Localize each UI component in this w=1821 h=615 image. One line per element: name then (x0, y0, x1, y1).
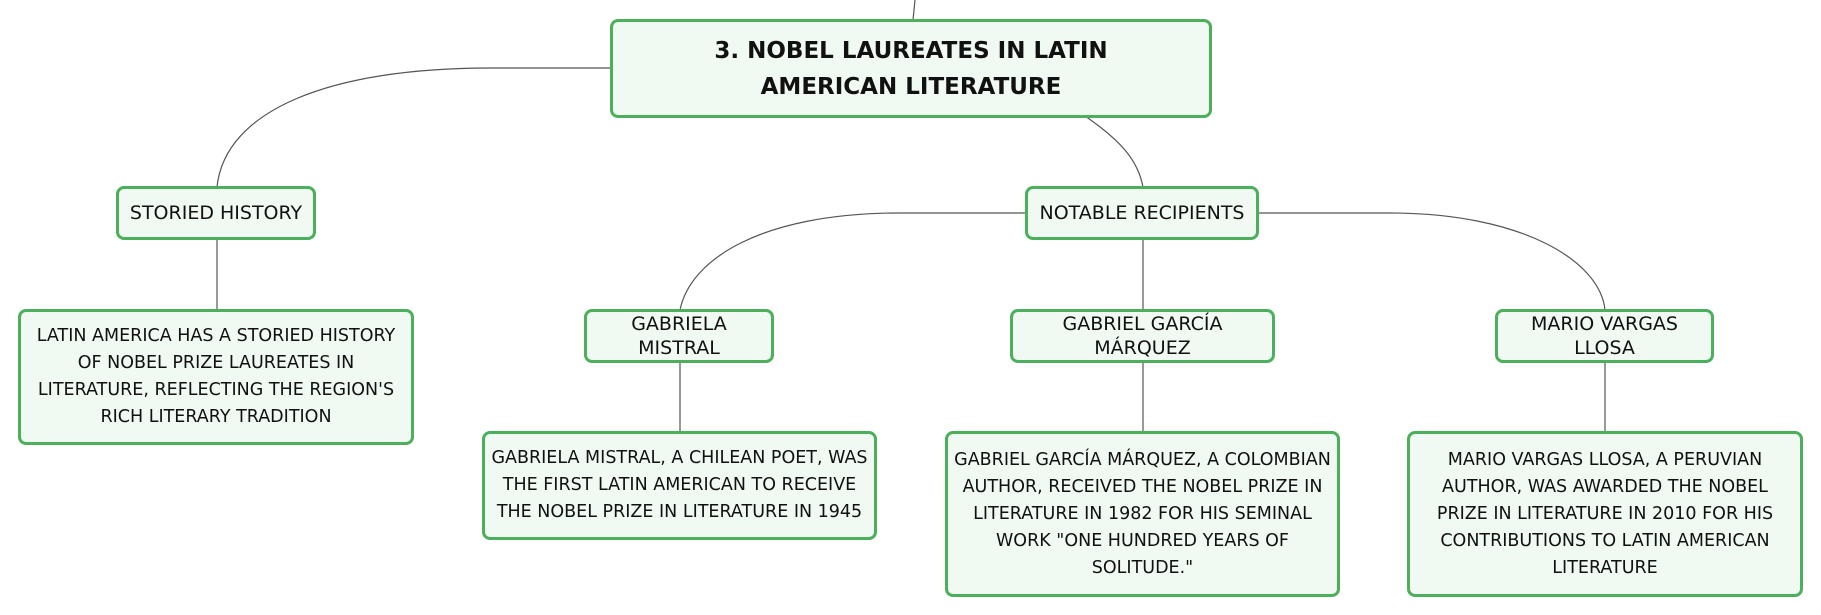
mario-vargas-llosa-detail-node[interactable]: MARIO VARGAS LLOSA, A PERUVIAN AUTHOR, W… (1407, 431, 1803, 597)
storied-history-detail-text: LATIN AMERICA HAS A STORIED HISTORY OF N… (36, 326, 396, 427)
connector-root-to-notable-recipients (1084, 115, 1144, 188)
connector-notable-to-vargas-llosa (1257, 212, 1606, 311)
gabriel-garcia-marquez-detail-node[interactable]: GABRIEL GARCÍA MÁRQUEZ, A COLOMBIAN AUTH… (945, 431, 1340, 597)
root-topic-label: 3. NOBEL LAUREATES IN LATIN AMERICAN LIT… (714, 37, 1108, 100)
gabriela-mistral-node[interactable]: GABRIELA MISTRAL (584, 309, 774, 363)
root-topic-node[interactable]: 3. NOBEL LAUREATES IN LATIN AMERICAN LIT… (610, 19, 1212, 118)
notable-recipients-node[interactable]: NOTABLE RECIPIENTS (1025, 186, 1259, 240)
gabriel-garcia-marquez-label: GABRIEL GARCÍA MÁRQUEZ (1062, 313, 1223, 359)
connector-parent-to-root (912, 0, 916, 21)
storied-history-node[interactable]: STORIED HISTORY (116, 186, 316, 240)
gabriel-garcia-marquez-node[interactable]: GABRIEL GARCÍA MÁRQUEZ (1010, 309, 1275, 363)
gabriela-mistral-detail-text: GABRIELA MISTRAL, A CHILEAN POET, WAS TH… (491, 448, 868, 522)
mario-vargas-llosa-detail-text: MARIO VARGAS LLOSA, A PERUVIAN AUTHOR, W… (1436, 449, 1774, 578)
gabriela-mistral-label: GABRIELA MISTRAL (631, 313, 727, 359)
mario-vargas-llosa-label: MARIO VARGAS LLOSA (1531, 313, 1678, 359)
notable-recipients-label: NOTABLE RECIPIENTS (1039, 202, 1245, 224)
mario-vargas-llosa-node[interactable]: MARIO VARGAS LLOSA (1495, 309, 1714, 363)
storied-history-label: STORIED HISTORY (129, 202, 303, 224)
connector-root-to-storied-history (216, 67, 612, 188)
storied-history-detail-node[interactable]: LATIN AMERICA HAS A STORIED HISTORY OF N… (18, 309, 414, 445)
gabriela-mistral-detail-node[interactable]: GABRIELA MISTRAL, A CHILEAN POET, WAS TH… (482, 431, 877, 540)
gabriel-garcia-marquez-detail-text: GABRIEL GARCÍA MÁRQUEZ, A COLOMBIAN AUTH… (954, 449, 1331, 578)
connector-notable-to-mistral (679, 212, 1027, 311)
